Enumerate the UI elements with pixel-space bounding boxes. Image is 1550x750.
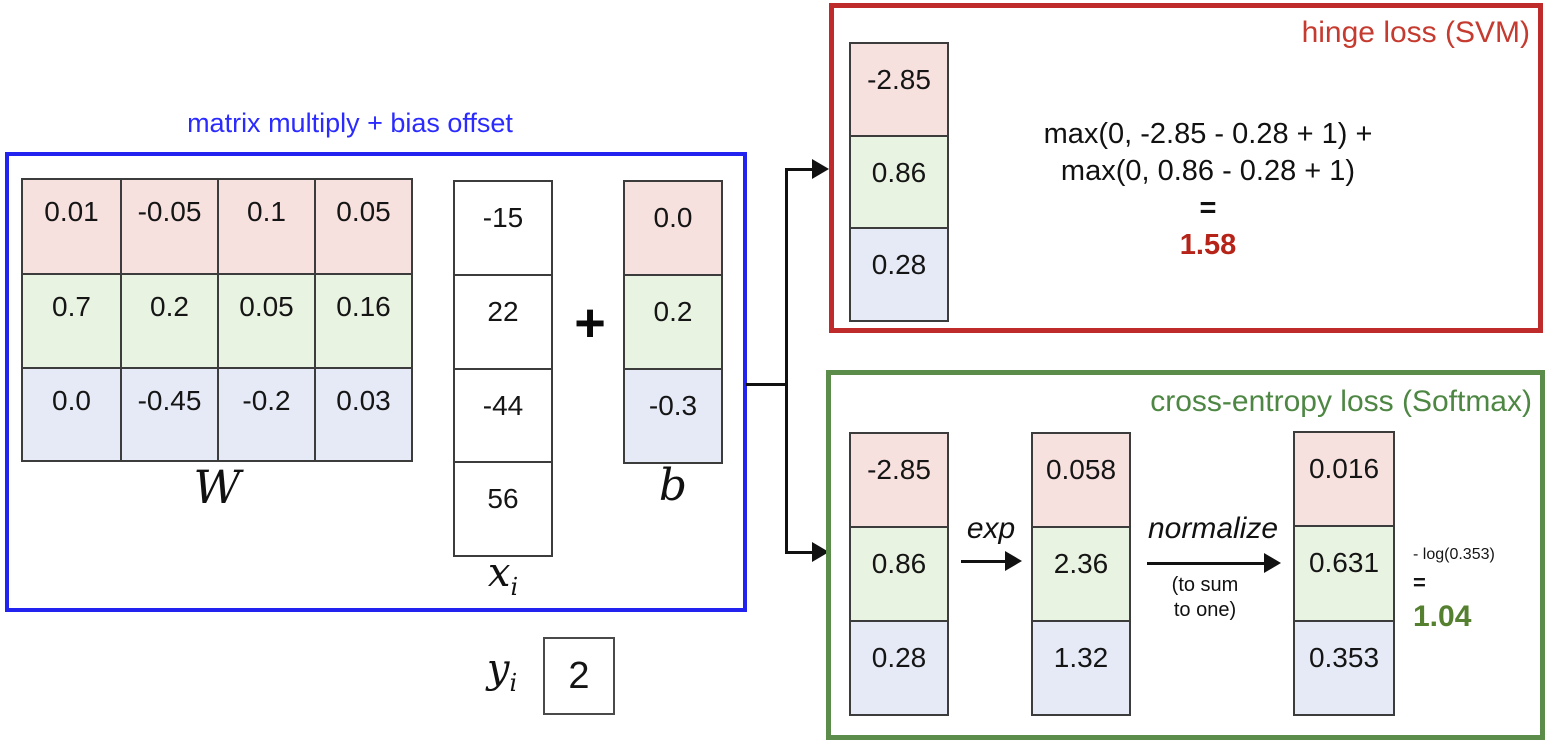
prob-cell: 0.631 [1295,525,1393,620]
b-cell: 0.2 [625,274,721,368]
normalize-arrow-line [1147,562,1266,565]
score-cell: -2.85 [851,434,947,526]
softmax-loss-box [826,370,1545,740]
w-cell: 0.7 [23,273,120,367]
connector-line [785,168,788,554]
exp-arrow-line [961,560,1007,563]
hinge-formula-line1: max(0, -2.85 - 0.28 + 1) + [1043,118,1373,150]
exp-cell: 0.058 [1033,434,1129,526]
matrix-multiply-caption: matrix multiply + bias offset [187,108,513,138]
y-label-base: y [486,646,510,692]
log-expression: - log(0.353) [1413,546,1495,563]
connector-line [746,383,787,386]
normalize-note: (to sum to one) [1145,573,1265,623]
w-cell: 0.16 [314,273,411,367]
input-vector: -15 22 -44 56 [453,180,553,557]
hinge-equals: = [1199,192,1217,224]
softmax-result: 1.04 [1413,600,1472,633]
w-cell: 0.0 [23,366,120,460]
x-label-sub: i [510,573,519,601]
exp-values-vector: 0.058 2.36 1.32 [1031,432,1131,716]
plus-operator: + [574,293,606,353]
normalize-label: normalize [1147,512,1279,545]
w-cell: -0.05 [120,180,217,274]
b-cell: 0.0 [625,182,721,274]
hinge-result: 1.58 [1179,229,1237,261]
x-cell: -44 [455,367,551,462]
score-cell: 0.28 [851,227,947,321]
x-cell: 56 [455,461,551,555]
weight-matrix-label: W [193,460,241,514]
normalize-note-line1: (to sum [1171,574,1239,596]
w-cell: 0.1 [217,180,314,274]
exp-cell: 1.32 [1033,620,1129,714]
w-cell: -0.45 [120,366,217,460]
score-function-box [5,152,747,612]
normalize-note-line2: to one) [1173,599,1237,621]
x-cell: 22 [455,273,551,368]
exp-arrowhead-icon [1005,551,1022,571]
w-cell: 0.05 [314,180,411,274]
y-label-sub: i [509,669,518,697]
input-vector-label: xi [453,550,553,601]
hinge-formula: max(0, -2.85 - 0.28 + 1) + max(0, 0.86 -… [958,116,1458,264]
softmax-scores-vector: -2.85 0.86 0.28 [849,432,949,716]
score-cell: 0.86 [851,526,947,620]
exp-label: exp [966,512,1016,545]
bias-vector: 0.0 0.2 -0.3 [623,180,723,464]
exp-cell: 2.36 [1033,526,1129,620]
weight-matrix: 0.01 -0.05 0.1 0.05 0.7 0.2 0.05 0.16 0.… [21,178,413,462]
b-cell: -0.3 [625,368,721,462]
score-cell: 0.86 [851,134,947,228]
probabilities-vector: 0.016 0.631 0.353 [1293,431,1395,716]
connector-line [785,168,814,171]
true-class-value-box: 2 [543,637,615,715]
softmax-loss-title: cross-entropy loss (Softmax) [1150,385,1532,418]
hinge-scores-vector: -2.85 0.86 0.28 [849,42,949,322]
prob-cell: 0.353 [1295,619,1393,714]
hinge-loss-title: hinge loss (SVM) [1301,16,1530,49]
softmax-equals: = [1413,570,1426,595]
normalize-arrowhead-icon [1264,553,1281,573]
arrowhead-to-hinge-icon [812,159,829,179]
hinge-formula-line2: max(0, 0.86 - 0.28 + 1) [1060,155,1356,187]
true-class-label: yi [462,646,542,697]
bias-vector-label: b [658,460,688,511]
x-cell: -15 [455,182,551,274]
connector-line [785,551,814,554]
score-cell: -2.85 [851,44,947,135]
w-cell: 0.03 [314,366,411,460]
hinge-loss-box [829,3,1543,333]
x-label-base: x [487,550,511,596]
arrowhead-to-softmax-icon [812,542,829,562]
w-cell: 0.05 [217,273,314,367]
w-cell: -0.2 [217,366,314,460]
score-cell: 0.28 [851,620,947,714]
w-cell: 0.2 [120,273,217,367]
prob-cell: 0.016 [1295,433,1393,526]
w-cell: 0.01 [23,180,120,274]
